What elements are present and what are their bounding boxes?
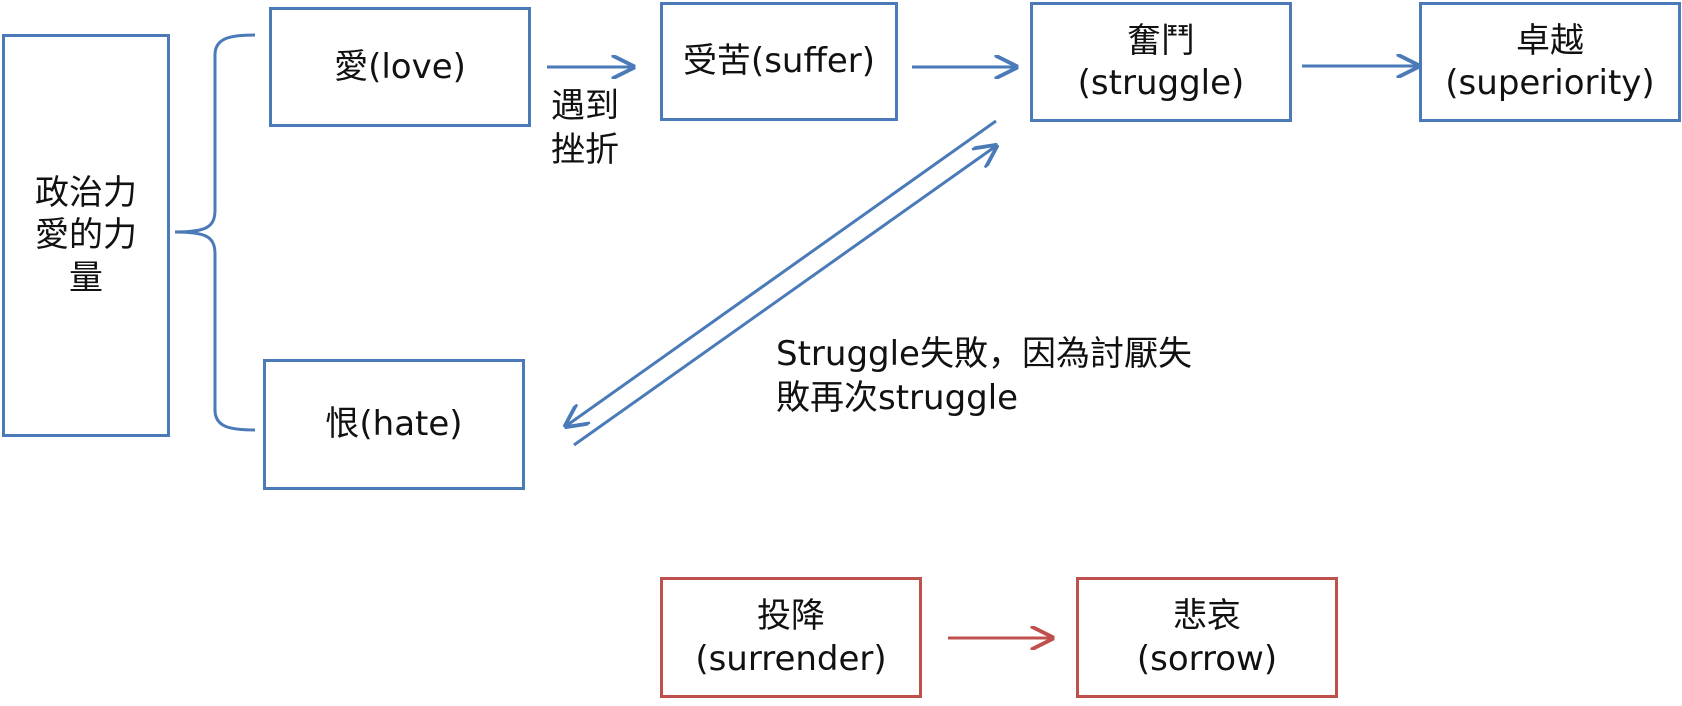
node-suffer: 受苦(suffer) [660, 2, 898, 121]
label-struggle-fail: Struggle失敗，因為討厭失 敗再次struggle [776, 332, 1192, 420]
node-hate-label: 恨(hate) [325, 404, 463, 445]
label-struggle-fail-line-1: Struggle失敗，因為討厭失 [776, 334, 1192, 374]
node-superiority-line-1: 卓越 [1516, 20, 1584, 61]
node-political-power: 政治力 愛的力 量 [2, 34, 170, 437]
node-political-power-line-1: 政治力 [35, 172, 137, 213]
label-frustration-line-2: 挫折 [551, 130, 619, 171]
node-hate: 恨(hate) [263, 359, 525, 490]
node-suffer-label: 受苦(suffer) [682, 41, 876, 82]
arrow-hate-to-struggle [573, 146, 996, 447]
node-political-power-line-2: 愛的力 [35, 215, 137, 256]
node-struggle-line-2: (struggle) [1077, 63, 1245, 103]
node-surrender-line-2: (surrender) [695, 638, 887, 679]
node-love: 愛(love) [269, 7, 531, 127]
label-struggle-fail-line-2: 敗再次struggle [776, 378, 1019, 419]
node-love-label: 愛(love) [334, 46, 466, 87]
node-superiority: 卓越 (superiority) [1419, 2, 1681, 122]
label-frustration-line-1: 遇到 [551, 86, 619, 126]
node-political-power-line-3: 量 [69, 257, 103, 298]
node-sorrow-line-1: 悲哀 [1173, 596, 1241, 636]
node-struggle-line-1: 奮鬥 [1127, 20, 1195, 61]
node-sorrow: 悲哀 (sorrow) [1076, 577, 1338, 698]
node-struggle: 奮鬥 (struggle) [1030, 2, 1292, 122]
label-frustration: 遇到 挫折 [551, 84, 619, 172]
node-surrender-line-1: 投降 [757, 596, 825, 636]
arrow-struggle-to-hate [566, 119, 997, 426]
curly-brace [174, 33, 256, 432]
node-surrender: 投降 (surrender) [660, 577, 922, 698]
node-sorrow-line-2: (sorrow) [1136, 638, 1278, 679]
node-superiority-line-2: (superiority) [1445, 63, 1655, 103]
